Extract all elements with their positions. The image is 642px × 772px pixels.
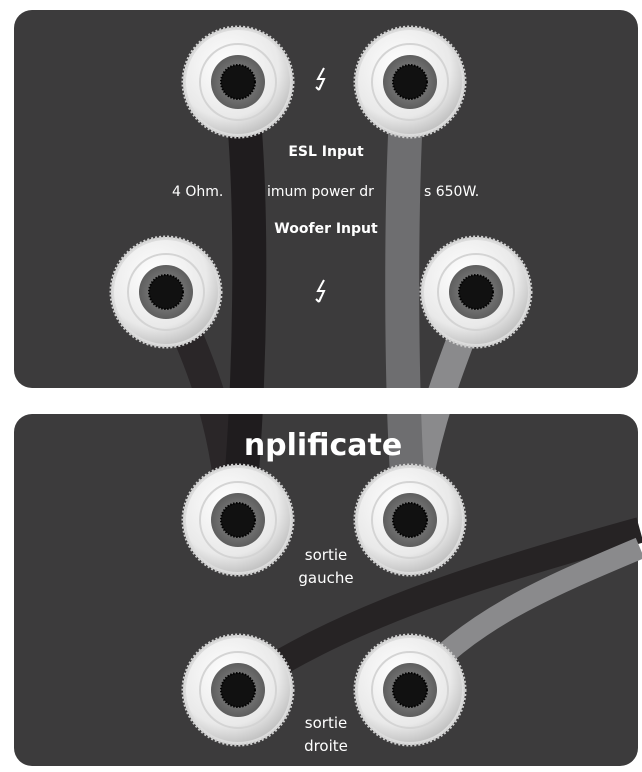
esl-input-label: ESL Input — [288, 144, 364, 160]
cable-esl-right — [385, 78, 427, 518]
power-note-right: s 650W. — [424, 184, 479, 200]
woofer-input-label: Woofer Input — [274, 221, 378, 237]
left-output-label-line2: gauche — [298, 569, 353, 587]
esl-right-post — [353, 25, 467, 139]
power-note-middle: imum power dr — [267, 184, 374, 200]
amp-right-out-neg-post — [181, 633, 295, 747]
esl-left-post — [181, 25, 295, 139]
amplifier-title: nplificate — [244, 428, 402, 463]
lightning-icon — [315, 279, 326, 303]
right-output-label-line1: sortie — [305, 714, 347, 732]
amp-right-out-pos-post — [353, 633, 467, 747]
amp-left-out-pos-post — [353, 463, 467, 577]
amp-left-out-neg-post — [181, 463, 295, 577]
amplifier-panel — [14, 414, 638, 766]
woofer-right-post — [419, 235, 533, 349]
lightning-icon — [315, 67, 326, 91]
right-output-label-line2: droite — [304, 737, 348, 755]
left-output-label-line1: sortie — [305, 546, 347, 564]
power-note-left: 4 Ohm. — [172, 184, 223, 200]
woofer-left-post — [109, 235, 223, 349]
